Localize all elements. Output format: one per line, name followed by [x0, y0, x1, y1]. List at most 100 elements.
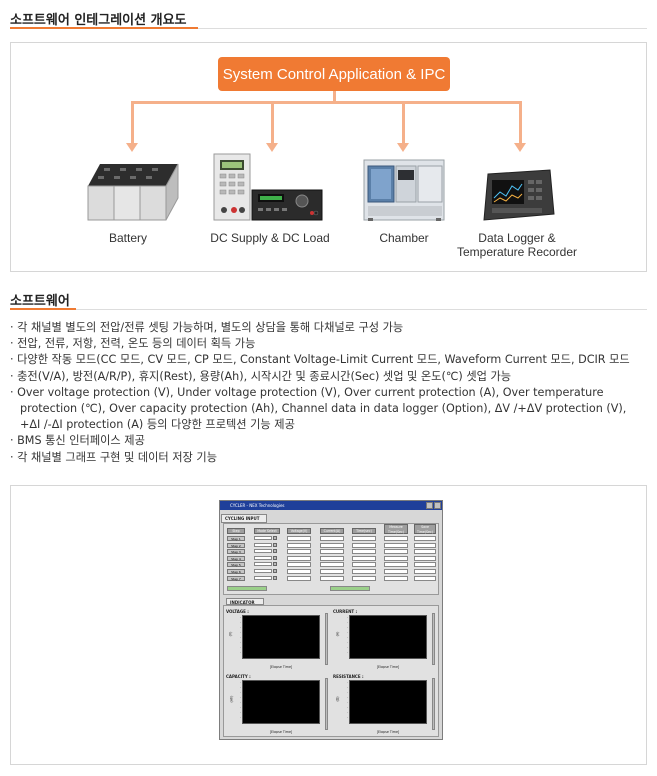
connector-logger [519, 101, 522, 144]
device-label-data-logger: Data Logger & Temperature Recorder [456, 231, 578, 259]
input-cell[interactable] [287, 542, 311, 548]
step-label: Step 7 [227, 575, 245, 581]
status-bar [227, 586, 267, 591]
input-cell[interactable] [320, 575, 344, 581]
arrow-down-icon [266, 143, 278, 152]
connector-trunk [333, 91, 336, 102]
input-cell[interactable] [320, 569, 344, 574]
column-header: Step [227, 528, 245, 534]
column-header: Current(A) [320, 528, 344, 534]
connector-battery [131, 101, 134, 144]
close-icon[interactable] [434, 502, 441, 509]
plot-ylabel: (Ah) [229, 695, 234, 703]
plot-title: VOLTAGE : [226, 609, 249, 614]
input-cell[interactable] [384, 555, 408, 561]
input-cell[interactable] [384, 575, 408, 581]
plot-area [242, 615, 320, 659]
input-cell[interactable] [384, 562, 408, 568]
input-cell[interactable] [384, 569, 408, 574]
plot-yticks: -------- [347, 681, 348, 719]
mode-select[interactable] [254, 542, 280, 548]
input-cell[interactable] [320, 555, 344, 561]
connector-bus [131, 101, 522, 104]
column-header: Save Time(Sec) [414, 524, 436, 534]
mode-select[interactable] [254, 562, 280, 567]
input-cell[interactable] [414, 555, 436, 561]
input-cell[interactable] [414, 569, 436, 574]
plot-ylabel: (Ω) [335, 696, 340, 702]
input-cell[interactable] [287, 549, 311, 555]
plot-area [242, 680, 320, 724]
input-cell[interactable] [352, 536, 376, 541]
input-cell[interactable] [287, 569, 311, 574]
input-cell[interactable] [352, 549, 376, 555]
feature-item: Over voltage protection (V), Under volta… [10, 385, 650, 434]
section-underline [10, 308, 76, 310]
input-cell[interactable] [287, 555, 311, 561]
plot-xlabel: [Elapse Time] [376, 730, 400, 734]
input-cell[interactable] [287, 575, 311, 581]
input-cell[interactable] [352, 562, 376, 568]
step-label: Step 5 [227, 562, 245, 568]
device-label-chamber: Chamber [379, 231, 429, 245]
input-cell[interactable] [352, 542, 376, 548]
input-cell[interactable] [320, 549, 344, 555]
input-cell[interactable] [320, 562, 344, 568]
feature-item: BMS 통신 인터페이스 제공 [10, 433, 650, 449]
step-label: Step 3 [227, 549, 245, 555]
mode-select[interactable] [254, 569, 280, 574]
plot-scrollbar[interactable] [325, 613, 328, 665]
input-cell[interactable] [384, 536, 408, 541]
input-cell[interactable] [320, 536, 344, 541]
tab-cycling-input[interactable]: CYCLING INPUT [221, 514, 267, 523]
column-header: Mode Select [254, 528, 280, 534]
mode-select[interactable] [254, 536, 280, 541]
minimize-icon[interactable] [426, 502, 433, 509]
data-logger-icon [483, 169, 555, 221]
window-titlebar: CYCLER - NEX Technologies [220, 501, 442, 510]
mode-select[interactable] [254, 575, 280, 581]
plot-title: CAPACITY : [226, 674, 251, 679]
connector-dc [271, 101, 274, 144]
plot-yticks: -------- [240, 681, 241, 719]
input-cell[interactable] [384, 549, 408, 555]
plot-title: RESISTANCE : [333, 674, 364, 679]
battery-icon [87, 163, 179, 221]
chamber-icon [363, 159, 445, 221]
plot-area [349, 615, 427, 659]
column-header: Voltage(V) [287, 528, 311, 534]
input-cell[interactable] [352, 555, 376, 561]
input-cell[interactable] [287, 562, 311, 568]
input-cell[interactable] [320, 542, 344, 548]
device-label-battery: Battery [108, 231, 147, 245]
plot-scrollbar[interactable] [432, 678, 435, 730]
mode-select[interactable] [254, 555, 280, 561]
plot-title: CURRENT : [333, 609, 358, 614]
input-cell[interactable] [352, 575, 376, 581]
mode-select[interactable] [254, 549, 280, 554]
input-cell[interactable] [414, 575, 436, 581]
plot-scrollbar[interactable] [432, 613, 435, 665]
arrow-down-icon [126, 143, 138, 152]
plot-yticks: -------- [347, 616, 348, 654]
step-label: Step 4 [227, 555, 245, 561]
plot-yticks: -------- [240, 616, 241, 654]
system-control-box: System Control Application & IPC [218, 57, 450, 91]
input-cell[interactable] [384, 542, 408, 548]
plot-scrollbar[interactable] [325, 678, 328, 730]
input-cell[interactable] [352, 569, 376, 574]
input-cell[interactable] [414, 562, 436, 568]
plot-xlabel: [Elapse Time] [269, 665, 293, 669]
input-cell[interactable] [287, 536, 311, 541]
input-cell[interactable] [414, 549, 436, 555]
input-cell[interactable] [414, 536, 436, 541]
section-underline [10, 27, 198, 29]
step-label: Step 2 [227, 542, 245, 548]
section-title-software: 소프트웨어 [10, 294, 70, 309]
input-cell[interactable] [414, 542, 436, 548]
status-bar [330, 586, 370, 591]
arrow-down-icon [397, 143, 409, 152]
plot-ylabel: (A) [335, 631, 340, 637]
arrow-down-icon [514, 143, 526, 152]
tab-indicator[interactable]: INDICATOR [226, 598, 264, 605]
